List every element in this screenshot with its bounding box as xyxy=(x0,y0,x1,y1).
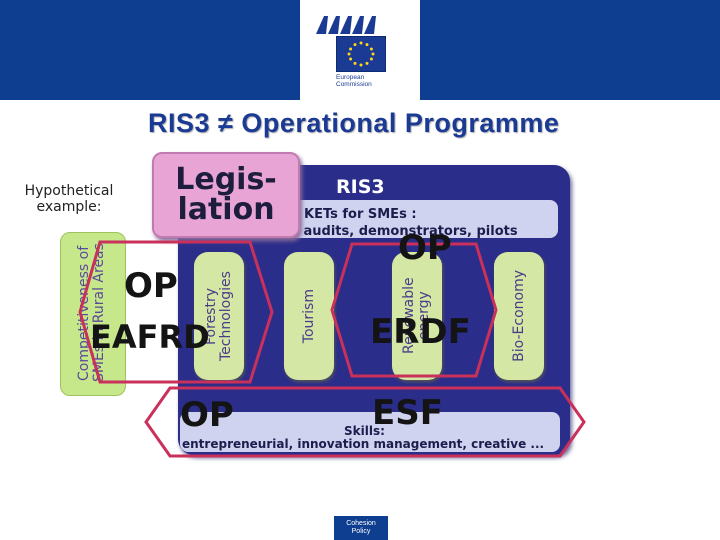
skills-label: Skills: xyxy=(344,424,385,438)
rural-column-bg xyxy=(60,232,126,396)
esf-label: ESF xyxy=(372,393,443,433)
forestry-column: Forestry Technologies xyxy=(194,252,244,380)
legislation-label: Legis- lation xyxy=(175,162,277,227)
erdf-frame xyxy=(330,242,498,378)
european-commission-logo[interactable]: European Commission xyxy=(300,0,420,100)
esf-op-label: OP xyxy=(180,395,234,435)
esf-frame xyxy=(144,386,586,458)
logo-text: European Commission xyxy=(336,74,372,88)
skills-bar xyxy=(180,412,560,452)
eafrd-op-label: OP xyxy=(124,266,178,306)
eafrd-frame xyxy=(78,240,274,384)
erdf-op-label: OP xyxy=(398,228,452,268)
bioeconomy-column: Bio-Economy xyxy=(494,252,544,380)
eafrd-label: EAFRD xyxy=(90,318,210,356)
ris3-label: RIS3 xyxy=(336,176,385,198)
building-icon xyxy=(316,16,376,34)
tourism-column: Tourism xyxy=(284,252,334,380)
legislation-box: Legis- lation xyxy=(152,152,300,238)
eu-flag-icon xyxy=(336,36,386,72)
slide-title: RIS3 ≠ Operational Programme xyxy=(148,108,560,138)
entrepreneurial-label: entrepreneurial, innovation management, … xyxy=(182,437,545,451)
cohesion-policy-logo: Cohesion Policy xyxy=(334,516,388,540)
renewable-column: Renewable energy xyxy=(392,252,442,380)
kets-label: KETs for SMEs : xyxy=(304,207,417,222)
hypothetical-label: Hypothetical example: xyxy=(24,183,114,215)
erdf-label: ERDF xyxy=(370,312,471,352)
